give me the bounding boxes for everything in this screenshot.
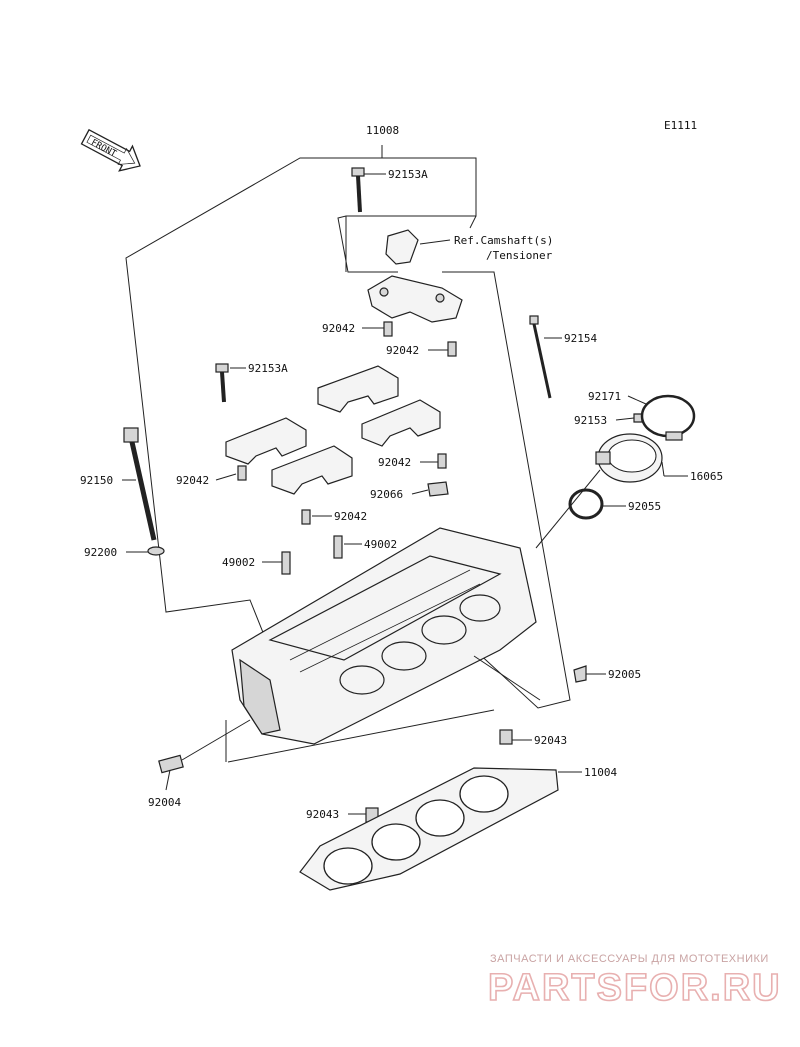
o-ring-92055 [568,488,604,520]
camshaft-cap-top [367,229,463,323]
ref-note-line2: /Tensioner [486,249,553,262]
label-92043-a: 92043 [534,734,567,747]
label-92171: 92171 [588,390,621,403]
holder-16065 [595,433,663,483]
watermark: ЗАПЧАСТИ И АКСЕССУАРЫ ДЛЯ МОТОТЕХНИКИ PA… [487,953,782,1010]
leader-lines [122,173,688,815]
front-arrow-icon: FRONT [80,128,141,172]
ref-note-line1: Ref.Camshaft(s) [454,234,553,247]
label-92005: 92005 [608,668,641,681]
dowel-pins [147,321,643,823]
label-92042-b: 92042 [386,344,419,357]
watermark-tagline: ЗАПЧАСТИ И АКСЕССУАРЫ ДЛЯ МОТОТЕХНИКИ [490,953,769,965]
cylinder-head [231,527,537,745]
label-49002-a: 49002 [222,556,255,569]
label-92043-b: 92043 [306,808,339,821]
label-92200: 92200 [84,546,117,559]
label-49002-b: 49002 [364,538,397,551]
label-92153: 92153 [574,414,607,427]
label-11008: 11008 [366,124,399,137]
head-gasket [299,767,559,891]
bolt-92150 [123,427,157,541]
bolt-92153A-mid [215,363,229,403]
label-11004: 11004 [584,766,617,779]
label-92153A-top: 92153A [388,168,428,181]
label-92150: 92150 [80,474,113,487]
label-92154: 92154 [564,332,597,345]
label-92055: 92055 [628,500,661,513]
label-92004: 92004 [148,796,181,809]
label-16065: 16065 [690,470,723,483]
label-92042-d: 92042 [378,456,411,469]
bolt-92153A-top [351,167,365,213]
stud-92004 [158,754,184,774]
camshaft-caps [225,365,441,495]
bolt-92154 [529,315,552,399]
watermark-brand: PARTSFOR.RU [488,967,782,1009]
diagram-id: E1111 [664,119,697,132]
label-92042-c: 92042 [176,474,209,487]
clamp-92171 [640,394,696,441]
label-92042-e: 92042 [334,510,367,523]
part-labels: 11008 92153A 92042 92042 92154 92153A 92… [80,124,723,821]
label-92066: 92066 [370,488,403,501]
assembly-outline [125,145,571,763]
label-92153A-mid: 92153A [248,362,288,375]
label-92042-a: 92042 [322,322,355,335]
